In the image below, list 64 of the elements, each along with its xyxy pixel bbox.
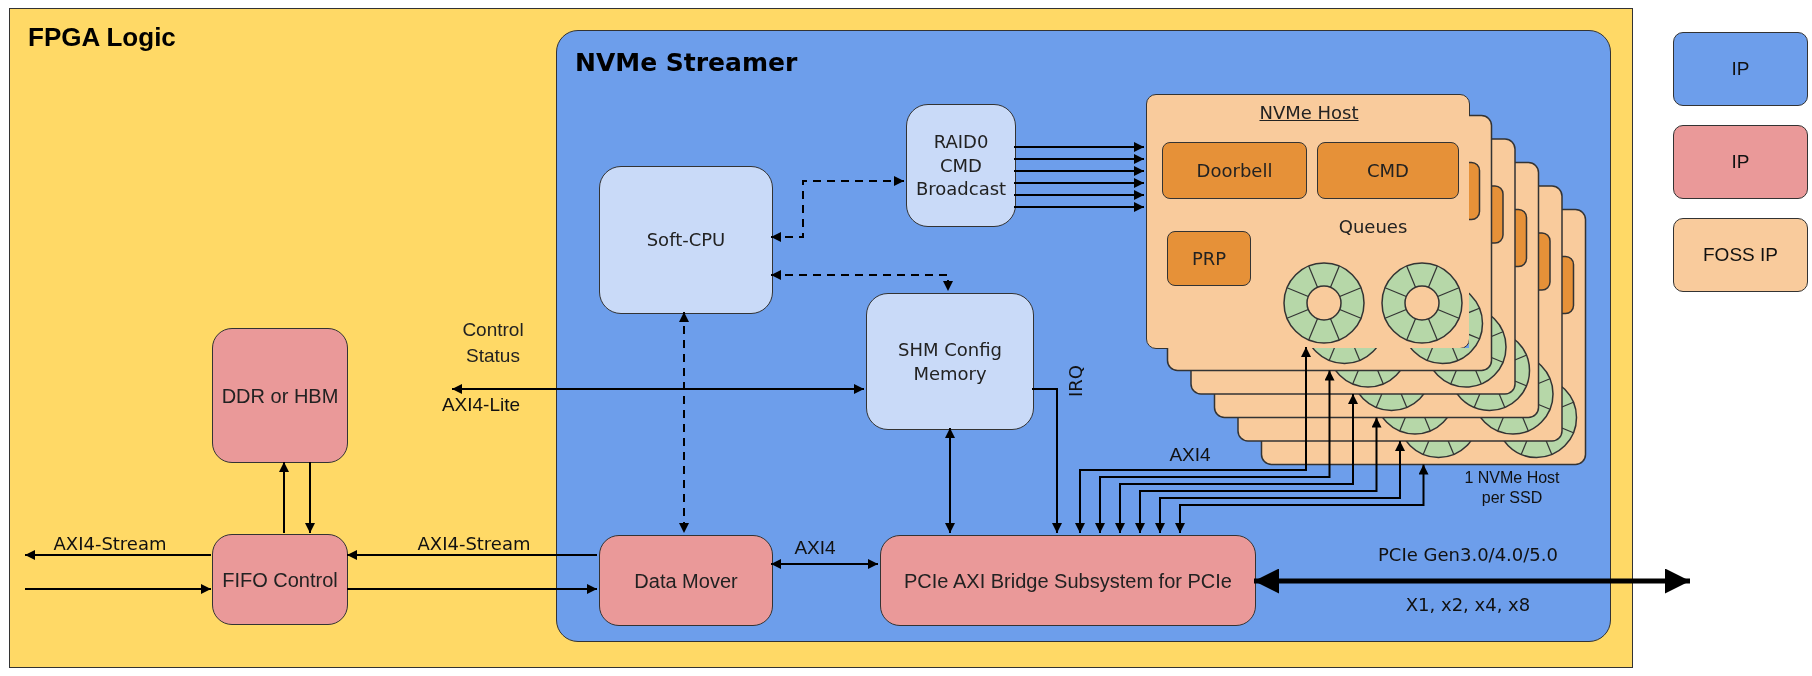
box-label: CMD [1366, 158, 1410, 183]
arrow [1031, 388, 1062, 534]
arrow [1013, 178, 1145, 188]
legend-label: FOSS IP [1703, 244, 1778, 266]
box-label: Queues [1338, 215, 1408, 239]
text-label: 1 NVMe Host per SSD [1463, 468, 1561, 508]
arrow [1095, 369, 1335, 534]
text-label: X1, x2, x4, x8 [1405, 594, 1531, 616]
arrow [451, 384, 865, 394]
process-box [212, 328, 348, 463]
box-label: Doorbell [1195, 158, 1274, 183]
box-label: FIFO Control [221, 567, 339, 593]
register-block [1167, 231, 1251, 286]
register-block [1162, 142, 1307, 199]
box-label: Data Mover [633, 568, 739, 594]
process-box [599, 166, 773, 314]
arrow [1013, 154, 1145, 164]
box-label: DDR or HBM [220, 383, 340, 409]
panel-title: FPGA Logic [28, 21, 176, 54]
edge-label: IRQ [1065, 365, 1087, 397]
edge-label: PCIe Gen3.0/4.0/5.0 [1378, 545, 1558, 566]
arrow [1254, 568, 1690, 594]
panel-title: NVMe Streamer [575, 47, 798, 79]
arrow [1013, 190, 1145, 200]
dashed-arrow [770, 270, 953, 292]
arrow [1175, 463, 1429, 534]
box-label: PCIe AXI Bridge Subsystem for PCIe [903, 568, 1233, 594]
arrow [1135, 416, 1382, 534]
box-label: SHM Config Memory [897, 338, 1003, 385]
arrow [1075, 346, 1311, 534]
edge-label: AXI4 [1169, 444, 1211, 466]
box-label: Soft-CPU [645, 228, 727, 252]
process-box [906, 104, 1016, 227]
box-label: PRP [1190, 246, 1228, 271]
process-box [880, 535, 1256, 626]
arrow [1115, 393, 1358, 534]
arrow [1013, 202, 1145, 212]
arrow [24, 550, 212, 560]
arrow [279, 461, 289, 534]
arrow [1155, 440, 1405, 534]
box-label: NVMe Host [1259, 101, 1359, 125]
arrow [305, 461, 315, 534]
arrow [346, 550, 598, 560]
arrow [346, 584, 598, 594]
process-box [599, 535, 773, 626]
region-panel [9, 8, 1633, 668]
arrow [24, 584, 212, 594]
process-box [212, 534, 348, 625]
edge-label: AXI4 [794, 537, 836, 559]
arrow [945, 427, 955, 534]
register-block [1317, 142, 1459, 199]
legend-label: IP [1731, 151, 1750, 173]
edge-label: AXI4-Stream [53, 534, 167, 555]
dashed-arrow [770, 176, 905, 242]
arrow [1013, 142, 1145, 152]
dashed-arrow [679, 311, 689, 534]
text-label: Control Status [461, 318, 525, 368]
edge-label: AXI4-Lite [441, 394, 521, 416]
arrow [770, 559, 879, 569]
arrow [1013, 166, 1145, 176]
process-box [866, 293, 1034, 430]
box-label: RAID0 CMD Broadcast [914, 130, 1008, 201]
legend-label: IP [1731, 58, 1750, 80]
edge-label: AXI4-Stream [417, 534, 531, 555]
